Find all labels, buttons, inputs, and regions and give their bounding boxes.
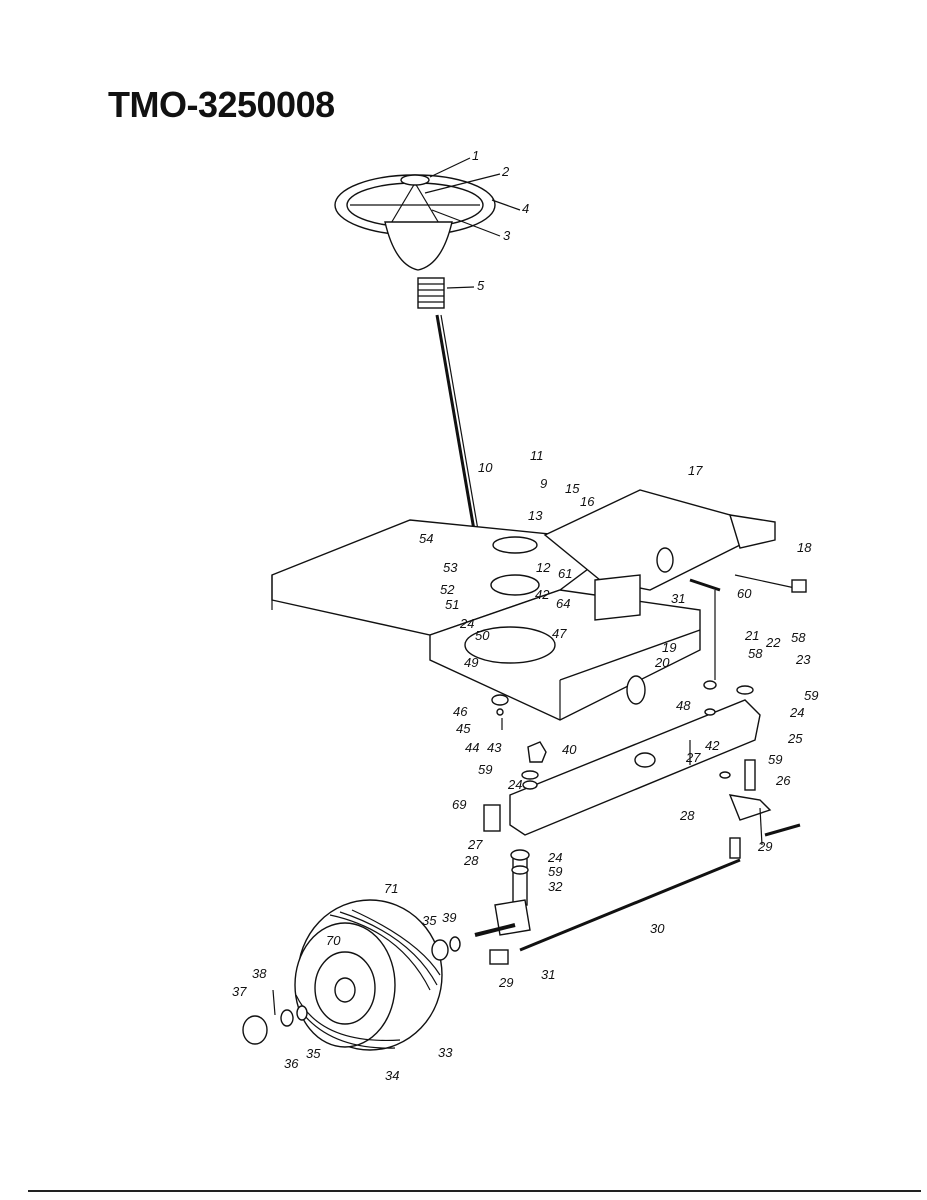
callout-number: 5 — [477, 278, 485, 293]
callout-number: 20 — [654, 655, 670, 670]
callout-number: 24 — [507, 777, 522, 792]
callout-number: 18 — [797, 540, 812, 555]
callout-number: 46 — [453, 704, 468, 719]
callout-number: 25 — [787, 731, 803, 746]
callout-number: 59 — [478, 762, 492, 777]
callout-number: 40 — [562, 742, 577, 757]
callout-number: 24 — [547, 850, 562, 865]
footer-divider — [28, 1190, 921, 1192]
bolt-18 — [734, 574, 807, 593]
callout-number: 36 — [284, 1056, 299, 1071]
callout-number: 27 — [467, 837, 483, 852]
callout-number: 3 — [503, 228, 511, 243]
callout-number: 59 — [768, 752, 782, 767]
callout-number: 26 — [775, 773, 791, 788]
cap-40 — [527, 741, 547, 763]
pivot-pin — [689, 578, 721, 680]
callout-number: 31 — [671, 591, 685, 606]
callout-number: 52 — [440, 582, 455, 597]
callout-number: 44 — [465, 740, 479, 755]
steering-shaft — [435, 314, 485, 559]
callout-number: 61 — [558, 566, 572, 581]
page-title: TMO-3250008 — [108, 84, 335, 125]
callout-number: 37 — [232, 984, 247, 999]
fastener-group — [491, 694, 509, 730]
callout-number: 50 — [475, 628, 490, 643]
callout-number: 34 — [385, 1068, 399, 1083]
tie-rod — [489, 837, 741, 965]
front-wheel — [294, 899, 443, 1051]
callout-number: 54 — [419, 531, 433, 546]
callout-number: 24 — [459, 616, 474, 631]
callout-number: 10 — [478, 460, 493, 475]
chassis-frame — [271, 519, 701, 721]
callout-number: 28 — [463, 853, 479, 868]
callout-labels: 1 2 3 4 5 9 10 11 12 13 15 16 17 18 19 2… — [232, 148, 818, 1083]
callout-number: 15 — [565, 481, 580, 496]
callout-number: 22 — [765, 635, 781, 650]
callout-number: 24 — [789, 705, 804, 720]
callout-number: 35 — [306, 1046, 321, 1061]
callout-number: 17 — [688, 463, 703, 478]
callout-number: 11 — [530, 448, 544, 463]
washers — [510, 680, 754, 875]
callout-number: 2 — [501, 164, 510, 179]
callout-number: 39 — [442, 910, 456, 925]
callout-number: 19 — [662, 640, 676, 655]
callout-number: 33 — [438, 1045, 453, 1060]
callout-number: 42 — [705, 738, 720, 753]
callout-number: 21 — [744, 628, 759, 643]
callout-number: 29 — [498, 975, 513, 990]
callout-number: 59 — [548, 864, 562, 879]
steering-support-bracket — [543, 489, 776, 621]
callout-number: 27 — [685, 750, 701, 765]
callout-number: 58 — [748, 646, 763, 661]
callout-number: 28 — [679, 808, 695, 823]
steering-column-boot — [417, 277, 445, 309]
callout-number: 30 — [650, 921, 665, 936]
callout-number: 31 — [541, 967, 555, 982]
front-axle — [509, 699, 761, 836]
callout-number: 60 — [737, 586, 752, 601]
steering-wheel — [334, 174, 496, 271]
callout-number: 51 — [445, 597, 459, 612]
callout-number: 43 — [487, 740, 502, 755]
callout-number: 13 — [528, 508, 543, 523]
callout-number: 64 — [556, 596, 570, 611]
callout-number: 70 — [326, 933, 341, 948]
callout-number: 29 — [757, 839, 772, 854]
callout-number: 58 — [791, 630, 806, 645]
callout-number: 16 — [580, 494, 595, 509]
callout-number: 49 — [464, 655, 478, 670]
callout-number: 12 — [536, 560, 551, 575]
callout-number: 23 — [795, 652, 811, 667]
callout-number: 35 — [422, 913, 437, 928]
callout-number: 48 — [676, 698, 691, 713]
callout-number: 45 — [456, 721, 471, 736]
callout-number: 71 — [384, 881, 398, 896]
callout-number: 59 — [804, 688, 818, 703]
callout-number: 53 — [443, 560, 458, 575]
bushing-69 — [483, 804, 501, 832]
callout-number: 69 — [452, 797, 466, 812]
callout-number: 1 — [472, 148, 479, 163]
callout-number: 4 — [522, 201, 529, 216]
callout-number: 47 — [552, 626, 567, 641]
callout-number: 9 — [540, 476, 547, 491]
callout-number: 38 — [252, 966, 267, 981]
callout-number: 32 — [548, 879, 563, 894]
hub-cap-and-washers — [242, 936, 461, 1045]
callout-number: 42 — [535, 587, 550, 602]
right-spindle — [728, 759, 801, 846]
